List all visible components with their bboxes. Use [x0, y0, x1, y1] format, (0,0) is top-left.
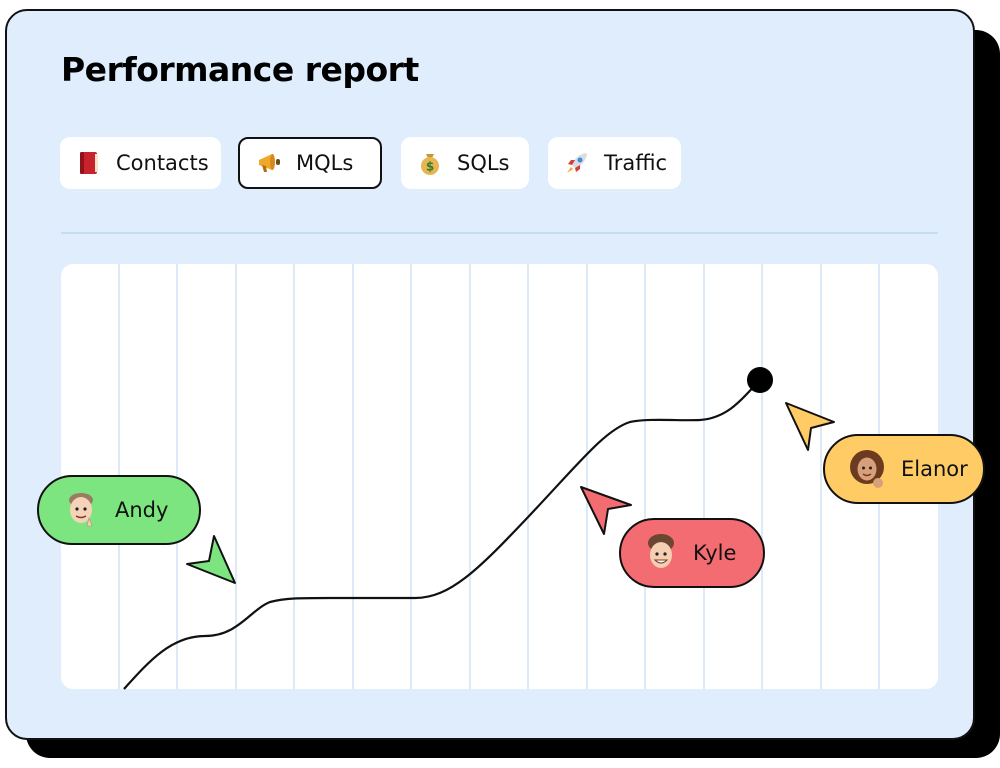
grid-line: [644, 264, 646, 689]
tab-mqls-label: MQLs: [296, 151, 354, 175]
tab-sqls[interactable]: $ SQLs: [401, 137, 529, 189]
book-icon: [80, 152, 98, 174]
user-tag-kyle-label: Kyle: [693, 541, 737, 565]
user-tag-kyle: Kyle: [619, 518, 765, 588]
grid-line: [352, 264, 354, 689]
tab-sqls-label: SQLs: [457, 151, 510, 175]
avatar: [648, 534, 674, 568]
tab-mqls[interactable]: MQLs: [238, 137, 382, 189]
tab-contacts[interactable]: Contacts: [60, 137, 221, 189]
grid-line: [293, 264, 295, 689]
megaphone-icon: [259, 154, 280, 172]
chart-area: [61, 264, 938, 689]
grid-line: [410, 264, 412, 689]
tab-contacts-label: Contacts: [116, 151, 209, 175]
grid-line: [820, 264, 822, 689]
user-tag-andy: Andy: [37, 475, 201, 545]
tab-traffic[interactable]: Traffic: [548, 137, 681, 189]
avatar: [850, 450, 884, 488]
user-tag-andy-label: Andy: [115, 498, 169, 522]
avatar: [69, 493, 93, 527]
svg-text:$: $: [426, 160, 434, 174]
grid-line: [527, 264, 529, 689]
page-title: Performance report: [61, 50, 419, 89]
grid-line: [761, 264, 763, 689]
section-divider: [61, 232, 938, 234]
tab-traffic-label: Traffic: [604, 151, 668, 175]
rocket-icon: [567, 153, 587, 173]
grid-line: [703, 264, 705, 689]
grid-line: [469, 264, 471, 689]
user-tag-elanor-label: Elanor: [901, 457, 968, 481]
grid-line: [586, 264, 588, 689]
money-bag-icon: $: [421, 154, 439, 175]
grid-line: [235, 264, 237, 689]
user-tag-elanor: Elanor: [823, 434, 985, 504]
